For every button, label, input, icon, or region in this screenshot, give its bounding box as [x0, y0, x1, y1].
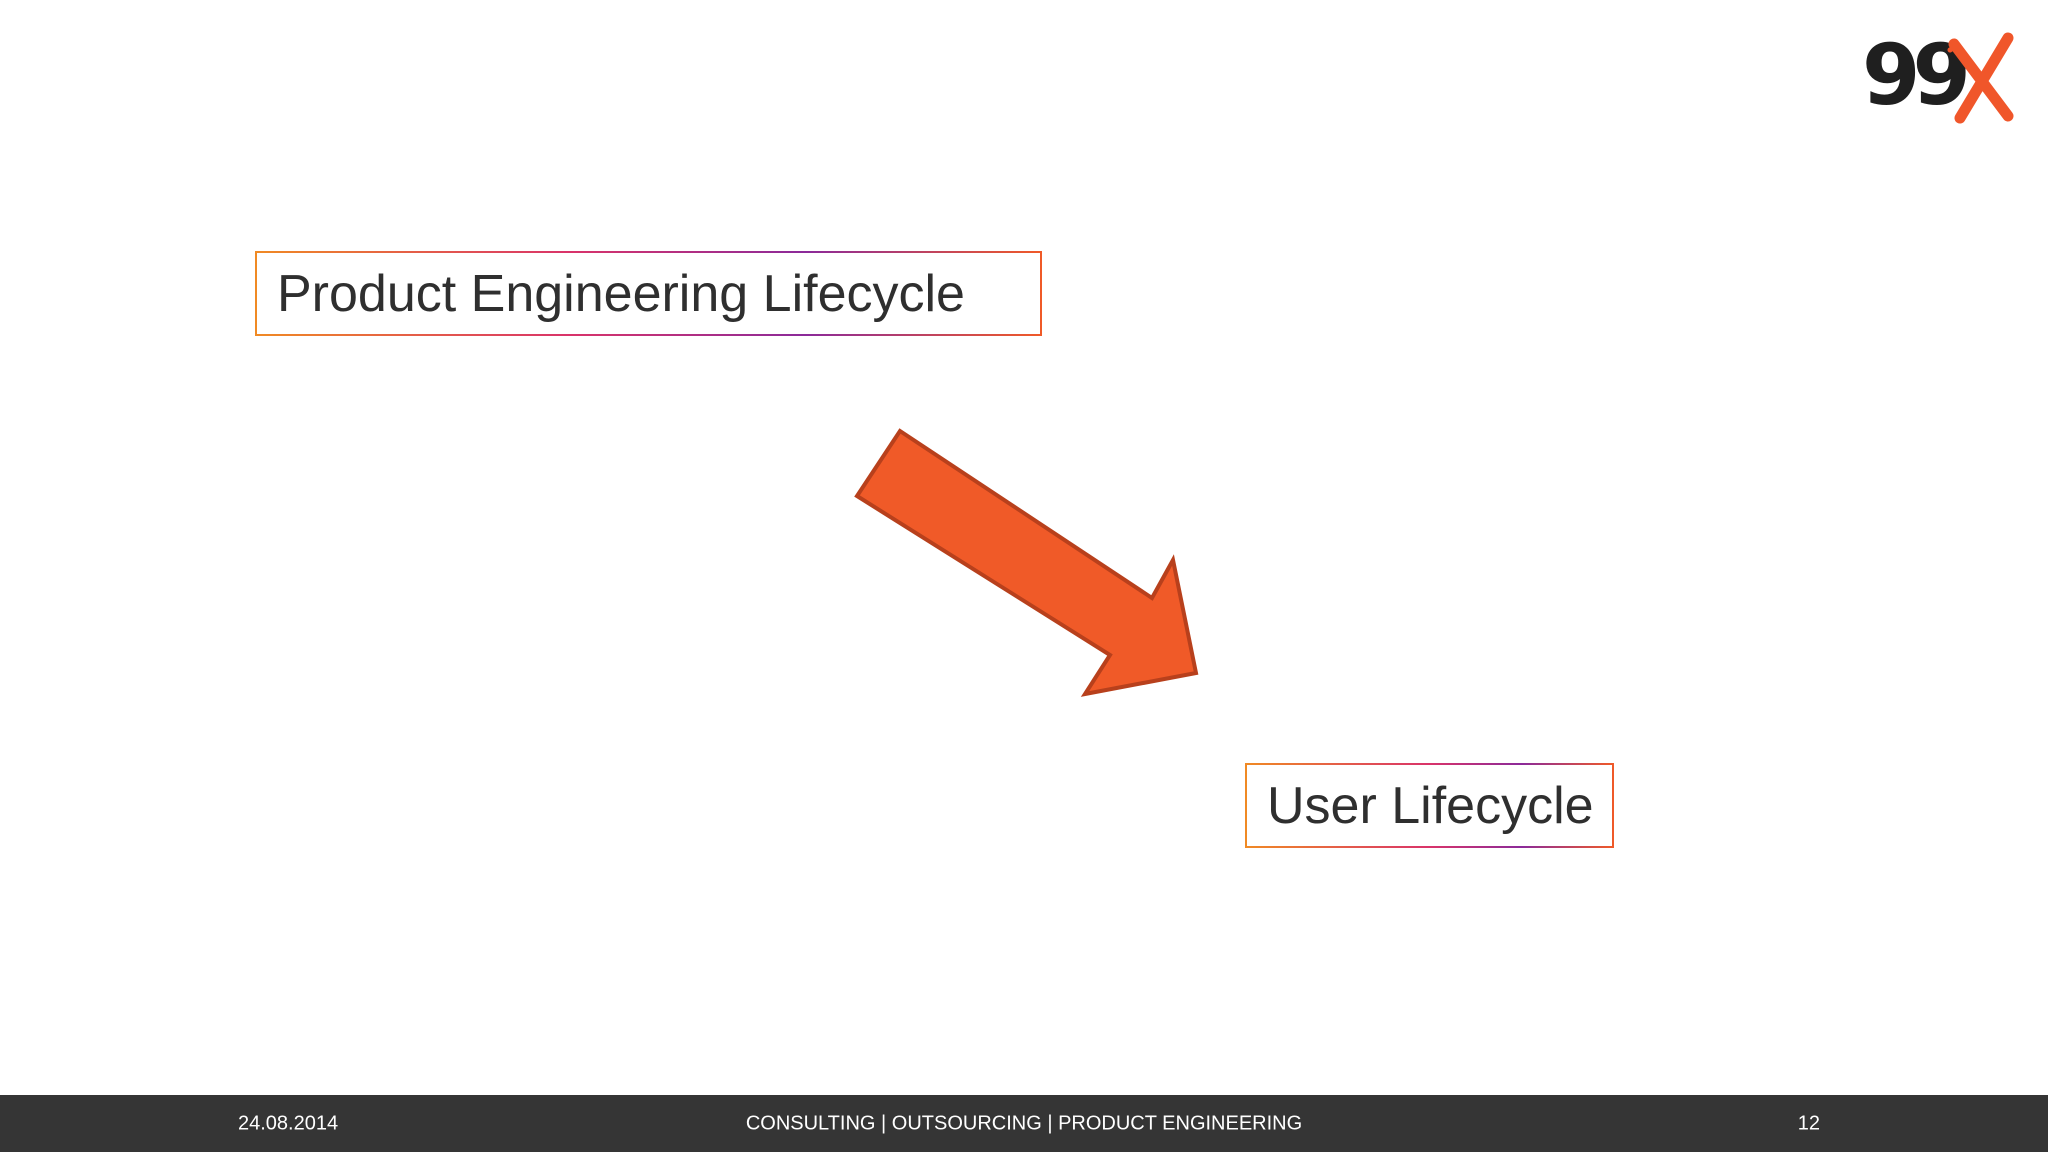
footer-tagline: CONSULTING | OUTSOURCING | PRODUCT ENGIN… [745, 1112, 1303, 1134]
footer-bar: 24.08.2014 CONSULTING | OUTSOURCING | PR… [0, 1095, 2048, 1152]
product-engineering-lifecycle-box: Product Engineering Lifecycle [255, 251, 1042, 336]
product-engineering-lifecycle-label: Product Engineering Lifecycle [257, 253, 1040, 334]
user-lifecycle-box: User Lifecycle [1245, 763, 1614, 848]
user-lifecycle-label: User Lifecycle [1247, 765, 1612, 846]
footer-date: 24.08.2014 [238, 1112, 339, 1134]
page-number: 12 [1797, 1112, 1820, 1134]
company-logo: 99 [1862, 28, 2014, 124]
